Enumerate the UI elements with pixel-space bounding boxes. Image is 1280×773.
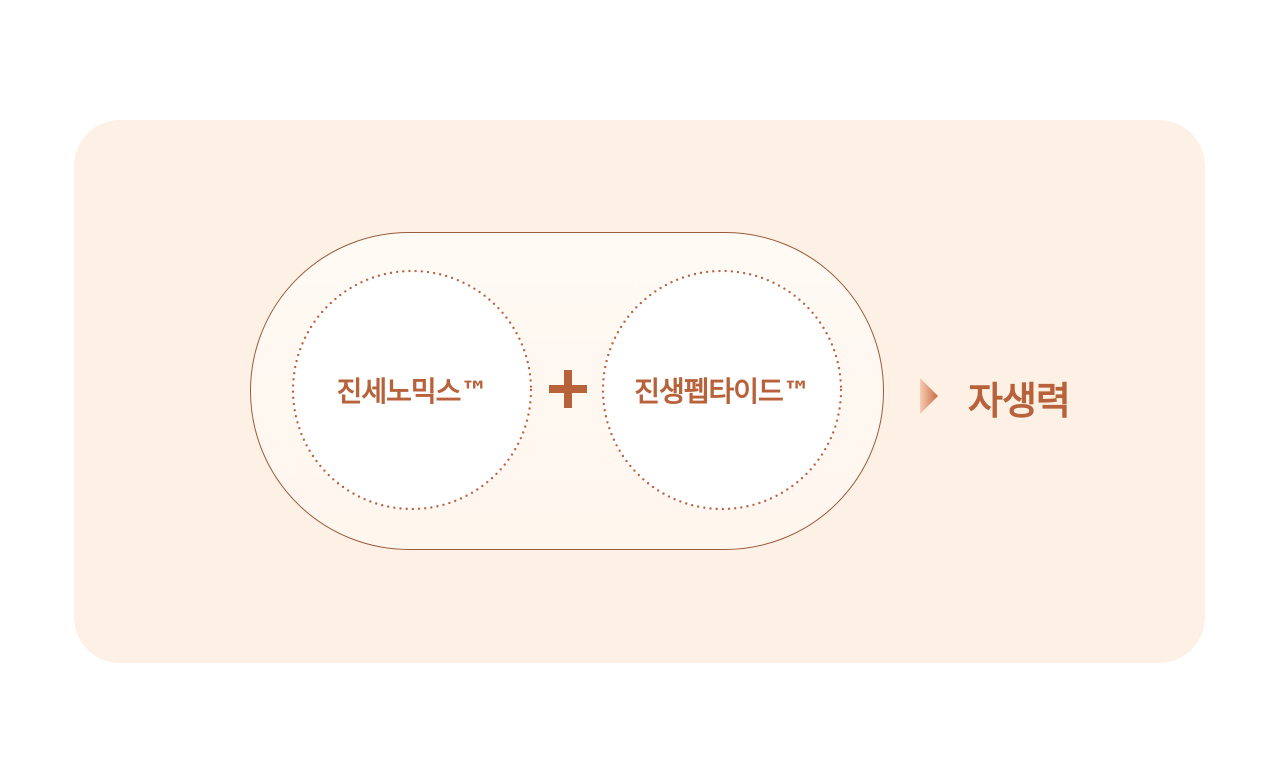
dotted-ring-right [601, 269, 843, 511]
right-ingredient-circle: 진생펩타이드™ [601, 269, 843, 511]
right-ingredient-label: 진생펩타이드™ [634, 375, 811, 408]
plus-icon [549, 370, 587, 408]
chevron-right-arrow-icon [920, 378, 938, 414]
left-ingredient-label: 진세노믹스™ [336, 375, 489, 408]
dotted-ring-left [291, 269, 533, 511]
result-label: 자생력 [968, 379, 1071, 423]
left-ingredient-circle: 진세노믹스™ [291, 269, 533, 511]
